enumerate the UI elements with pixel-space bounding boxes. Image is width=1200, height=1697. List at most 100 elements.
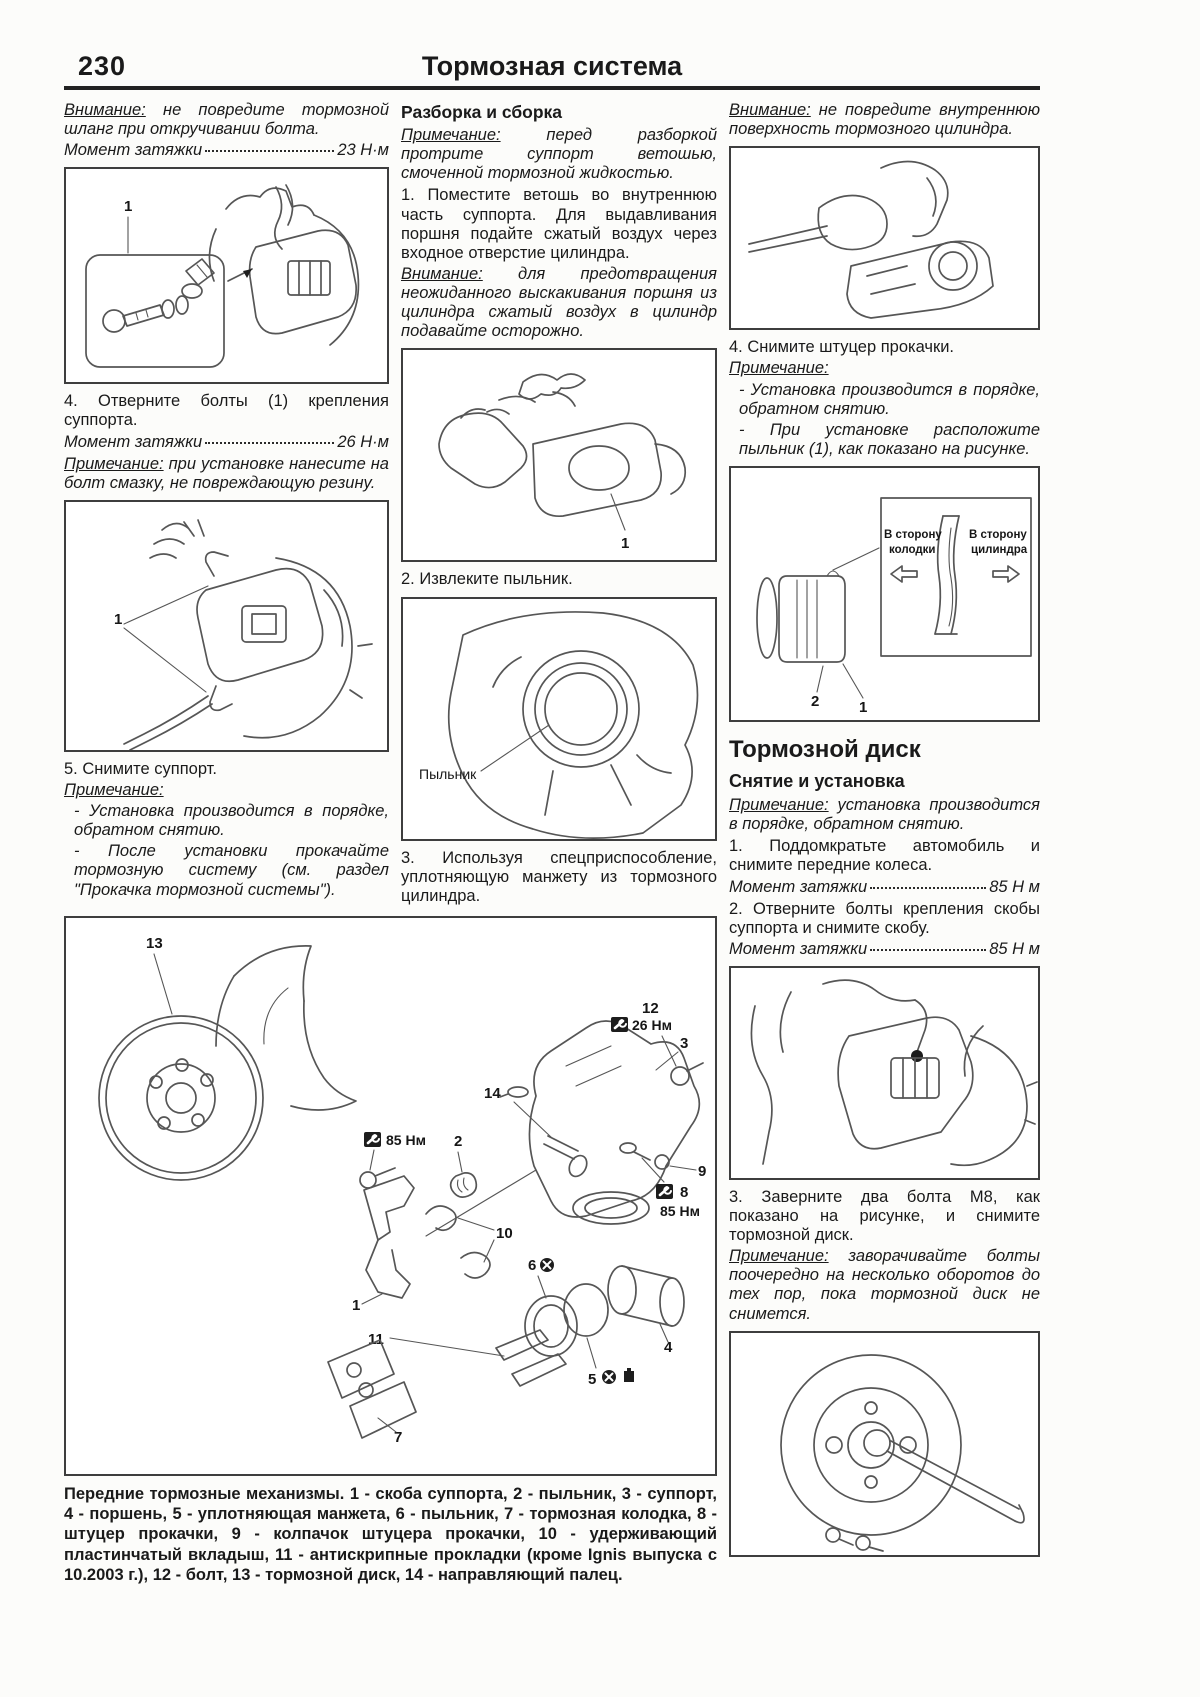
column-middle: Разборка и сборка Примечание: перед разб… (401, 101, 717, 908)
figure-disc-removal-tool (729, 1330, 1040, 1557)
leader-line (377, 1417, 397, 1433)
toward-cylinder-label-line2: цилиндра (971, 544, 1028, 556)
boot-orientation-drawing: В сторону колодки В сторону цилиндра (756, 497, 1032, 716)
brake-pads-7 (327, 1339, 417, 1439)
torque-label: Момент затяжки (729, 877, 868, 896)
leader-line (123, 627, 207, 693)
caliper-3 (528, 1020, 701, 1225)
torque-value-2: 85 Нм (386, 1132, 426, 1148)
part-label-12: 12 (642, 1000, 659, 1017)
figure-piston-removal: 1 (401, 348, 717, 563)
figure-caliper-assembly (729, 965, 1040, 1180)
figure-caption: Передние тормозные механизмы. 1 - скоба … (64, 1484, 717, 1584)
hex-key (748, 225, 828, 254)
inset-box (880, 497, 1032, 657)
note-item-boot-position: - При установке расположите пыльник (1),… (739, 420, 1040, 458)
note-label: Примечание: (64, 780, 164, 799)
step-3-seal-removal: 3. Используя спецприспособление, уплотня… (401, 848, 717, 905)
leader-line (537, 1275, 547, 1299)
rag-scribble (498, 373, 586, 408)
bolts (825, 1526, 884, 1552)
note-reverse-order: Примечание: установка производится в пор… (729, 796, 1040, 834)
note-item-bleed-system: - После установки прокачайте тормозную с… (74, 842, 389, 899)
inset-bolt-detail (85, 254, 253, 369)
attention-label: Внимание: (64, 101, 146, 119)
wrench (863, 1428, 1025, 1524)
caliper-on-disc-drawing: 1 (114, 518, 373, 750)
brake-disc-face (780, 1353, 962, 1536)
bolt-12 (670, 1062, 704, 1086)
steering-knuckle (750, 990, 792, 1165)
step-1-jack-up: 1. Поддомкратьте автомобиль и снимите пе… (729, 837, 1040, 875)
seal-5 (563, 1283, 609, 1337)
leader-line (369, 1149, 375, 1171)
note-item-reverse-order: - Установка производится в порядке, обра… (74, 802, 389, 840)
grease-icon (601, 1368, 617, 1385)
torque-value: 85 Н м (989, 939, 1040, 958)
piston-4 (607, 1265, 685, 1327)
note-label: Примечание: (729, 796, 829, 814)
bleeder-removal-drawing (748, 160, 994, 320)
note-alternate-bolts: Примечание: заворачивайте болты поочеред… (729, 1247, 1040, 1324)
cylinder-boot-drawing: Пыльник (419, 610, 699, 839)
torque-icon (654, 1182, 675, 1201)
caliper-body (248, 229, 358, 335)
brake-disc-13 (98, 1015, 264, 1181)
leader-line (480, 723, 550, 772)
leader-line (610, 493, 626, 531)
part-label-14: 14 (484, 1085, 501, 1102)
part-label-4: 4 (664, 1339, 673, 1356)
toward-cylinder-label-line1: В сторону (969, 529, 1027, 541)
guide-pin-boot-2 (449, 1171, 478, 1198)
note-text: установка производится в порядке, обратн… (729, 796, 1040, 834)
bleeder-cap-9 (654, 1154, 670, 1170)
caliper-body (846, 240, 994, 320)
boot-label: Пыльник (419, 766, 477, 782)
piston-removal-drawing: 1 (438, 373, 687, 552)
note-wipe-caliper: Примечание: перед разборкой протрите суп… (401, 126, 717, 183)
part-label-5: 5 (588, 1371, 596, 1388)
note-label: Примечание: (401, 126, 501, 144)
leader-line (655, 1051, 679, 1071)
figure-bleeder-removal (729, 146, 1040, 331)
leader-line (425, 1169, 537, 1237)
bleeder-8 (619, 1142, 651, 1161)
dotted-leader (205, 441, 335, 444)
leader-line (669, 1165, 697, 1171)
part-label-2: 2 (811, 693, 819, 710)
attention-text: не повредите тормозной шланг при откручи… (64, 101, 390, 139)
leader-line (361, 1293, 383, 1305)
torque-spec-85-bracket: Момент затяжки 85 Н м (729, 940, 1040, 959)
caliper-bracket-1 (363, 1175, 415, 1299)
torque-icon (362, 1130, 383, 1149)
leader-line (659, 1323, 669, 1343)
torque-value: 26 Н·м (337, 432, 389, 451)
note-boot-orientation: Примечание: (729, 359, 1040, 378)
note-item-reverse-order: - Установка производится в порядке, обра… (739, 380, 1040, 418)
note-text: заворачивайте болты поочередно на нескол… (729, 1247, 1040, 1323)
leader-line (457, 1217, 495, 1231)
dust-shield (215, 944, 357, 1111)
boot-cylinder (756, 570, 846, 663)
leader-line (832, 547, 880, 571)
note-label: Примечание: (729, 1247, 829, 1266)
attention-label: Внимание: (401, 264, 483, 283)
exploded-view-section: 13 3 12 (64, 908, 717, 1587)
leader-line (123, 585, 209, 625)
figure-caliper-on-disc: 1 (64, 499, 389, 752)
exploded-front-brake-drawing: 13 3 12 (98, 935, 706, 1446)
part-label-1: 1 (859, 699, 867, 716)
column-right: Внимание: не повредите внутреннюю поверх… (729, 101, 1040, 1587)
part-label-1: 1 (352, 1297, 360, 1314)
arrow-right-icon (992, 565, 1020, 583)
note-label: Примечание: (64, 454, 164, 473)
leader-line (842, 663, 864, 699)
caliper-assembly-drawing (750, 979, 1038, 1166)
torque-label: Момент затяжки (729, 939, 868, 958)
part-label-1: 1 (124, 198, 132, 215)
brake-fluid-icon (623, 1367, 635, 1383)
content-columns: Внимание: не повредите тормозной шланг п… (64, 101, 1040, 1587)
